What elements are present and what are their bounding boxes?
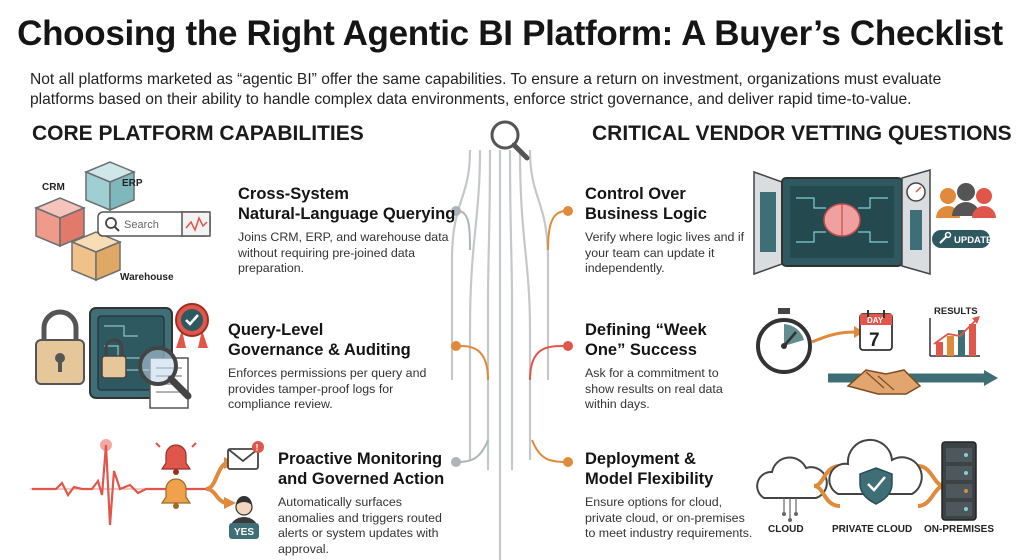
connector-dot (563, 341, 573, 351)
calendar-day-label: DAY (867, 316, 884, 325)
email-icon: ! (227, 441, 264, 470)
search-placeholder: Search (124, 219, 159, 231)
results-chart-icon (929, 316, 980, 357)
item-description: Enforces permissions per query and provi… (228, 366, 427, 411)
vetting-item-deployment: Deployment &Model Flexibility Ensure opt… (585, 449, 755, 542)
data-sources-illustration: CRM ERP Warehouse Search (34, 161, 211, 283)
cloud-label: CLOUD (768, 524, 804, 535)
connector-dot (451, 341, 461, 351)
left-section-heading: CORE PLATFORM CAPABILITIES (32, 122, 364, 145)
team-users-icon (936, 183, 996, 218)
crm-label: CRM (42, 182, 65, 193)
wrench-icon (939, 231, 952, 244)
search-icon (105, 217, 117, 229)
padlock-icon (35, 309, 85, 385)
alert-bell-icon (160, 478, 192, 509)
anomaly-pulse-line (32, 444, 206, 526)
item-description: Verify where logic lives and if your tea… (585, 230, 745, 275)
item-description: Automatically surfaces anomalies and tri… (278, 495, 442, 556)
calendar-icon (859, 310, 893, 351)
item-description: Ensure options for cloud, private cloud,… (585, 495, 753, 540)
audit-magnifier-icon (138, 346, 192, 409)
item-description: Ask for a commitment to show results on … (585, 366, 723, 411)
connector-dot (563, 206, 573, 216)
yes-badge (229, 523, 259, 539)
connector-dot (563, 457, 573, 467)
stopwatch-icon (756, 308, 812, 374)
magnifier-icon (490, 120, 530, 161)
business-logic-illustration: UPDATE (753, 169, 996, 276)
connector-dot (451, 457, 461, 467)
item-description: Joins CRM, ERP, and warehouse data witho… (238, 230, 449, 275)
server-rack-icon (941, 441, 977, 521)
governance-illustration (35, 303, 209, 409)
page-title: Choosing the Right Agentic BI Platform: … (17, 14, 1003, 53)
handshake-icon (846, 369, 922, 395)
deployment-illustration: CLOUD PRIVATE CLOUD ON-PREMISES (756, 438, 994, 535)
monitoring-illustration: ! YES (30, 439, 264, 539)
results-label: RESULTS (934, 306, 978, 317)
seal-badge-icon (175, 303, 209, 348)
calendar-day-number: 7 (869, 330, 880, 351)
control-panel-icon (753, 169, 931, 276)
right-section-heading: CRITICAL VENDOR VETTING QUESTIONS (592, 122, 1012, 145)
cloud-icon (756, 456, 828, 522)
on-premises-label: ON-PREMISES (924, 524, 994, 535)
warehouse-label: Warehouse (120, 272, 174, 283)
item-title: Deployment &Model Flexibility (585, 450, 714, 488)
connector-dot (451, 206, 461, 216)
svg-text:!: ! (256, 443, 259, 453)
yes-label: YES (234, 527, 254, 538)
alert-bell-icon (155, 442, 197, 475)
intro-text: Not all platforms marketed as “agentic B… (30, 71, 942, 108)
week-one-illustration: DAY 7 RESULTS (756, 306, 998, 395)
update-label: UPDATE (954, 235, 992, 246)
erp-label: ERP (122, 178, 143, 189)
private-cloud-label: PRIVATE CLOUD (832, 524, 912, 535)
private-cloud-icon (828, 438, 923, 505)
update-button (932, 230, 990, 248)
